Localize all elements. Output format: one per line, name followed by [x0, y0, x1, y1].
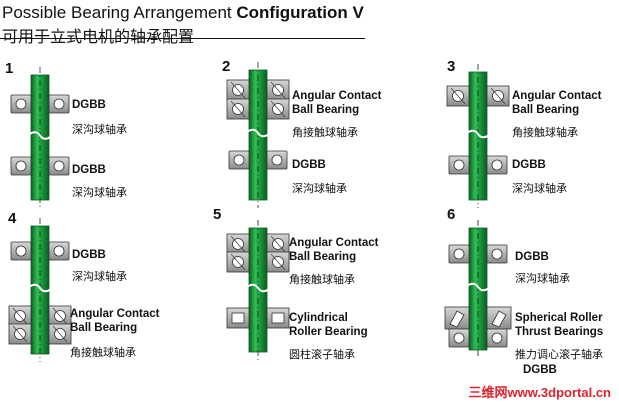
arr2-bottom-cn-label: 深沟球轴承	[292, 182, 347, 195]
arr6-top-label: DGBB	[515, 251, 549, 263]
watermark: 三维网www.3dportal.cn	[468, 385, 611, 400]
arr4-bottom-label: Angular Contact Ball Bearing	[70, 308, 160, 334]
arr1-bottom-label: DGBB	[72, 164, 106, 176]
dgbb-ball-1-left	[15, 160, 27, 172]
dgbb-ball-1-left	[15, 98, 27, 110]
acbb-contact-line-3-right	[490, 87, 506, 105]
acbb-contact-line-2a-left	[230, 81, 246, 99]
dgbb-ball-3-right	[491, 159, 503, 171]
acbb-contact-line-2b-right	[270, 100, 286, 118]
title-underline	[0, 38, 365, 39]
arr3-top-label: Angular Contact Ball Bearing	[512, 90, 602, 116]
dgbb-ball-6-left	[453, 248, 465, 260]
acbb-contact-line-5a-right	[270, 235, 286, 253]
acbb-contact-line-4b-right	[52, 325, 68, 343]
arr5-bottom-label: Cylindrical Roller Bearing	[289, 312, 368, 338]
acbb-contact-line-3-left	[450, 87, 466, 105]
arr3-top-cn-label: 角接触球轴承	[512, 126, 578, 139]
acbb-contact-line-5b-right	[270, 253, 286, 271]
dgbb-ball-4-right	[53, 245, 65, 257]
arr6-bottom-label: Spherical Roller Thrust Bearings	[515, 312, 604, 338]
dgbb-ball-2-right	[271, 154, 283, 166]
acbb-contact-line-5b-left	[230, 253, 246, 271]
acbb-contact-line-2b-left	[230, 100, 246, 118]
acbb-contact-line-4b-left	[12, 325, 28, 343]
arr2-top-label: Angular Contact Ball Bearing	[292, 90, 382, 116]
dgbb-ball-2-left	[233, 154, 245, 166]
acbb-contact-line-5a-left	[230, 235, 246, 253]
shaft-break-3	[466, 129, 490, 139]
dgbb-ball-6b-right	[491, 332, 503, 344]
dgbb-ball-4-left	[15, 245, 27, 257]
arr5-top-cn-label: 角接触球轴承	[289, 273, 355, 286]
crb-roller-5-right	[271, 312, 285, 324]
arr4-bottom-cn-label: 角接触球轴承	[70, 346, 136, 359]
dgbb-ball-1-right	[53, 160, 65, 172]
arr5-top-label: Angular Contact Ball Bearing	[289, 237, 379, 263]
arrangement-number-5: 5	[213, 206, 222, 223]
srtb-roller-6-left	[449, 310, 465, 328]
dgbb-ball-6-right	[491, 248, 503, 260]
arr4-top-cn-label: 深沟球轴承	[72, 270, 127, 283]
arr6-bottom-extra-label: DGBB	[523, 364, 557, 376]
page-subtitle: 可用于立式电机的轴承配置	[2, 27, 195, 46]
page-title: Possible Bearing Arrangement Configurati…	[2, 3, 364, 22]
arr3-bottom-cn-label: 深沟球轴承	[512, 182, 567, 195]
dgbb-ball-1-right	[53, 98, 65, 110]
arr6-top-cn-label: 深沟球轴承	[515, 272, 570, 285]
acbb-contact-line-2a-right	[270, 81, 286, 99]
shaft-break-2	[246, 128, 270, 138]
crb-roller-5-left	[231, 312, 245, 324]
arr6-bottom-cn-label: 推力调心滚子轴承	[515, 348, 603, 361]
arr4-top-label: DGBB	[72, 249, 106, 261]
arr2-top-cn-label: 角接触球轴承	[292, 126, 358, 139]
arr5-bottom-cn-label: 圆柱滚子轴承	[289, 348, 355, 361]
arr1-top-label: DGBB	[72, 99, 106, 111]
shaft-break-4	[28, 283, 52, 293]
shaft-break-1	[28, 131, 52, 140]
arr1-top-cn-label: 深沟球轴承	[72, 123, 127, 136]
shaft-break-6	[466, 282, 490, 292]
arrangement-number-3: 3	[447, 58, 456, 75]
acbb-contact-line-4a-left	[12, 307, 28, 325]
dgbb-ball-3-left	[453, 159, 465, 171]
arr1-bottom-cn-label: 深沟球轴承	[72, 186, 127, 199]
shaft-break-5	[246, 283, 270, 293]
arr2-bottom-label: DGBB	[292, 159, 326, 171]
arrangement-number-4: 4	[8, 210, 17, 227]
arrangement-number-2: 2	[222, 58, 231, 75]
srtb-roller-6-right	[491, 310, 507, 328]
arrangement-number-1: 1	[5, 60, 14, 77]
dgbb-ball-6b-left	[453, 332, 465, 344]
arr3-bottom-label: DGBB	[512, 159, 546, 171]
arrangement-number-6: 6	[447, 206, 456, 223]
acbb-contact-line-4a-right	[52, 307, 68, 325]
